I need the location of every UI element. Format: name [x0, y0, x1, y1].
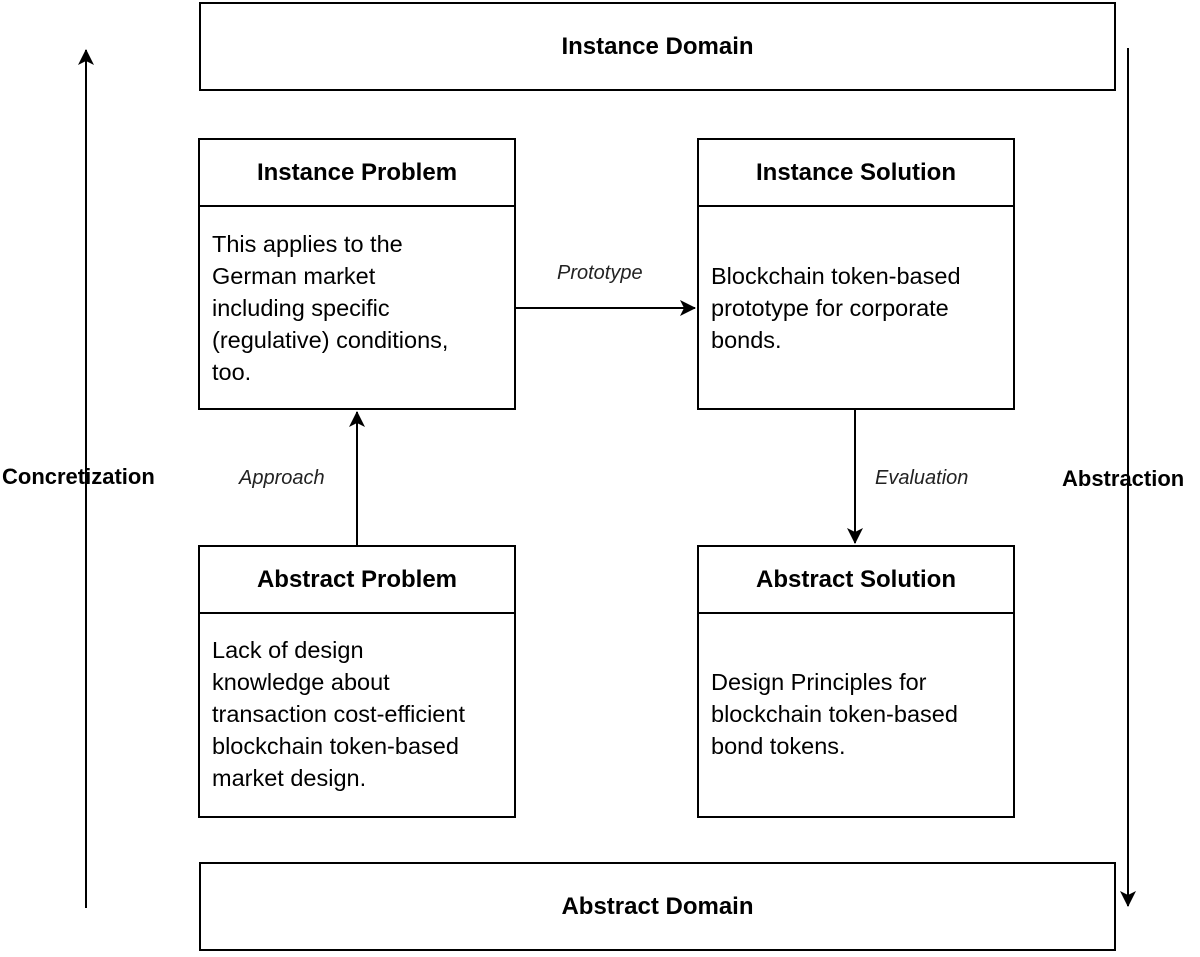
instance-domain-label: Instance Domain — [561, 32, 754, 60]
concretization-label: Concretization — [2, 464, 155, 489]
abstract-solution-body: Design Principles for blockchain token-b… — [711, 669, 958, 759]
instance-solution-body: Blockchain token-based prototype for cor… — [711, 263, 961, 353]
instance-domain-box: Instance Domain — [199, 2, 1116, 91]
abstract-domain-box: Abstract Domain — [199, 862, 1116, 951]
instance-problem-card: Instance Problem This applies to the Ger… — [198, 138, 516, 410]
approach-edge-label: Approach — [239, 467, 325, 489]
abstract-problem-card: Abstract Problem Lack of design knowledg… — [198, 545, 516, 818]
prototype-edge-label: Prototype — [557, 262, 643, 284]
abstract-domain-label: Abstract Domain — [561, 892, 754, 920]
instance-solution-title: Instance Solution — [699, 140, 1013, 207]
instance-solution-card: Instance Solution Blockchain token-based… — [697, 138, 1015, 410]
abstract-problem-body: Lack of design knowledge about transacti… — [212, 637, 465, 791]
abstract-solution-card: Abstract Solution Design Principles for … — [697, 545, 1015, 818]
abstract-solution-title: Abstract Solution — [699, 547, 1013, 614]
evaluation-edge-label: Evaluation — [875, 467, 969, 489]
abstraction-label: Abstraction — [1062, 466, 1185, 491]
instance-problem-title: Instance Problem — [200, 140, 514, 207]
instance-problem-body: This applies to the German market includ… — [212, 231, 449, 385]
abstract-problem-title: Abstract Problem — [200, 547, 514, 614]
